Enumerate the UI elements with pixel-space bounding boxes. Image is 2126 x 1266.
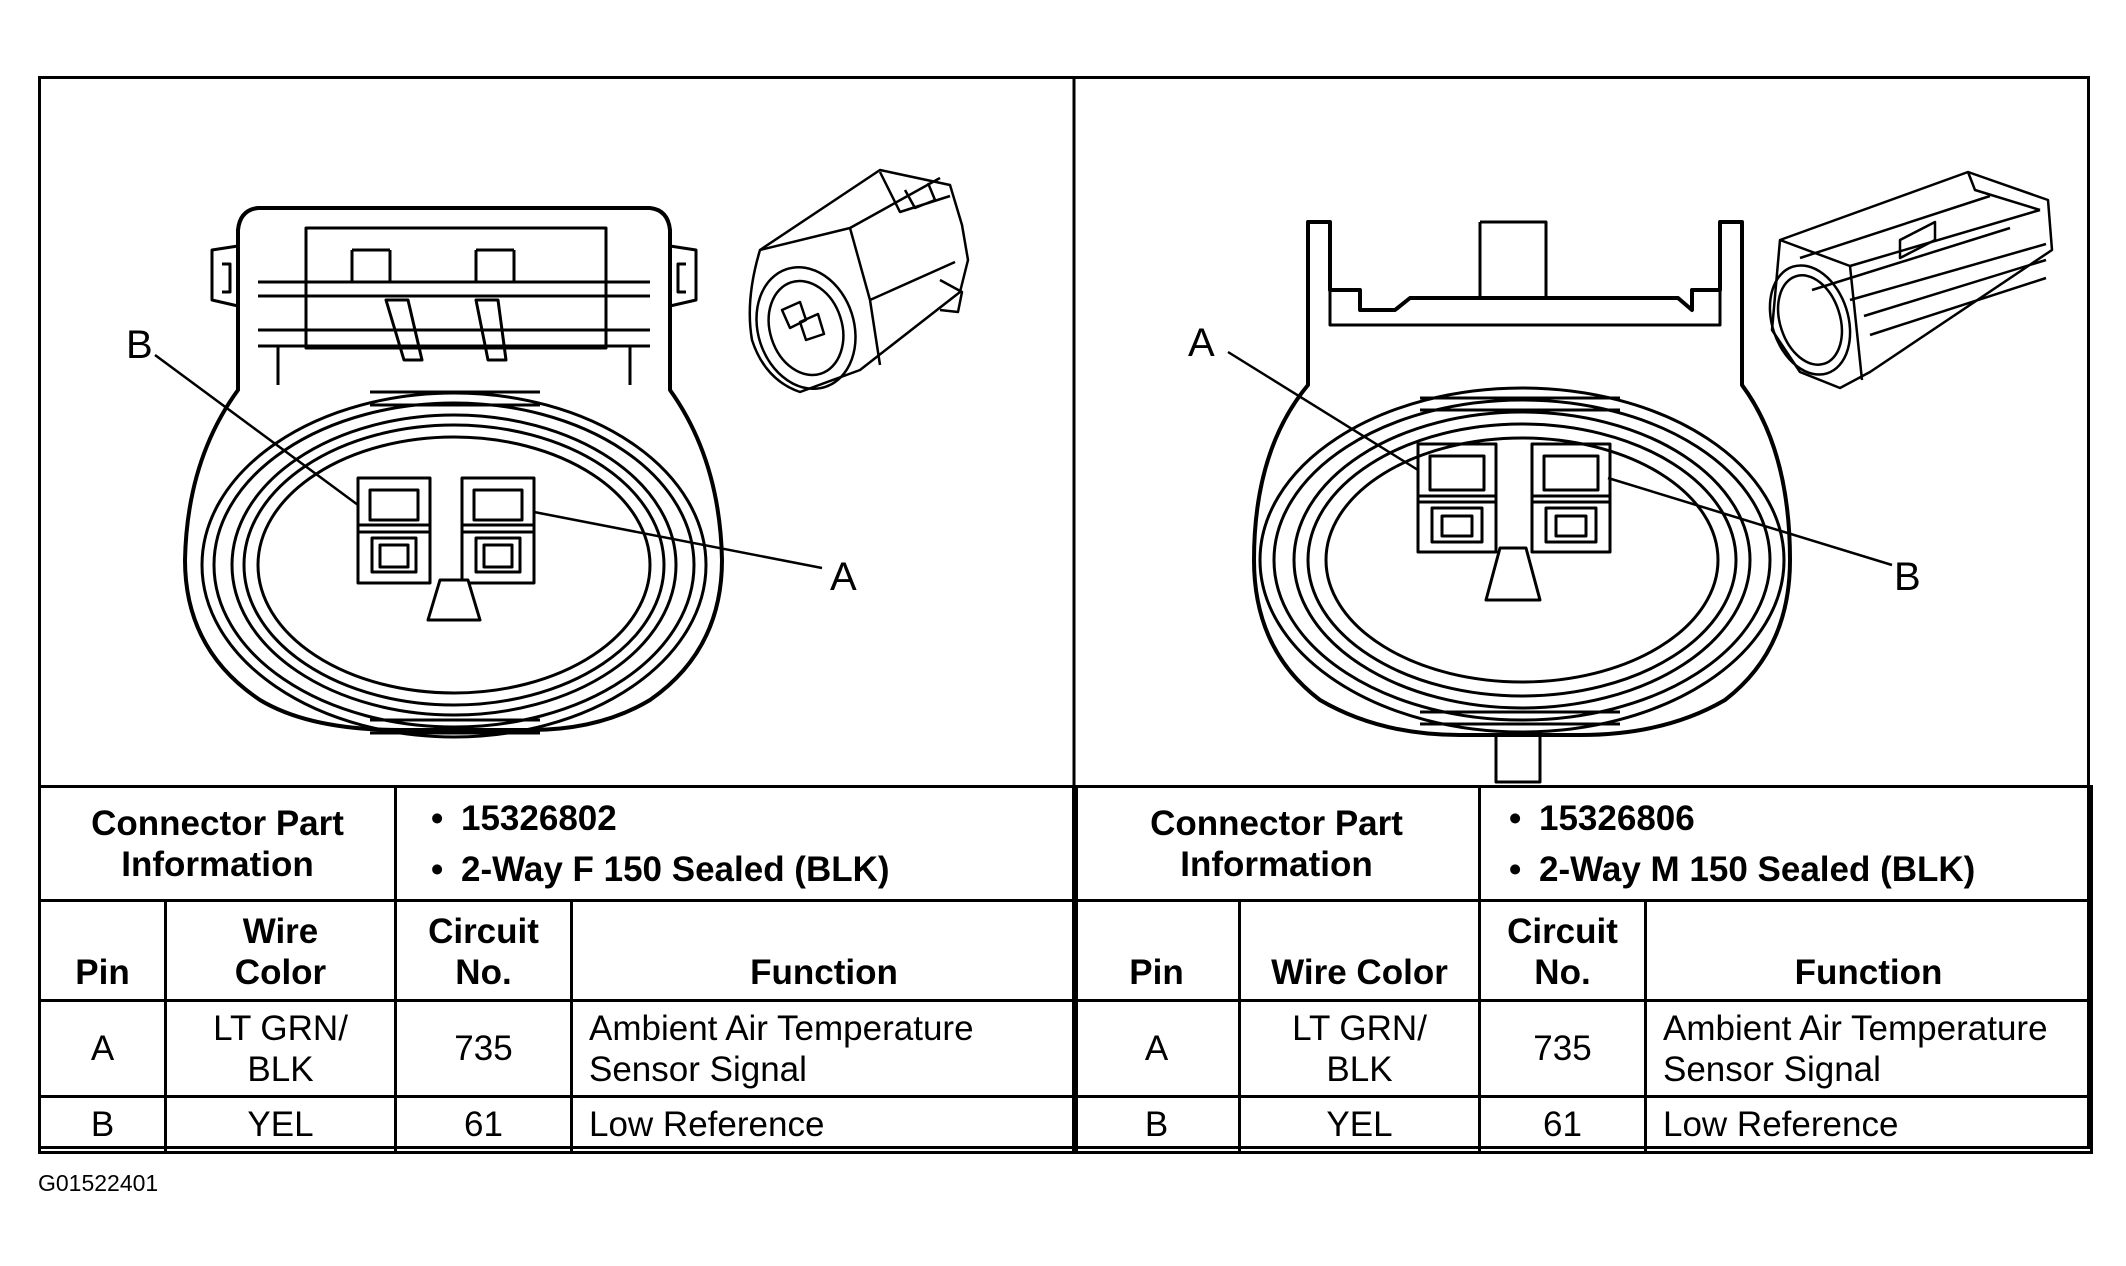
col-header-pin: Pin xyxy=(38,899,167,1002)
circuit-cell: 735 xyxy=(394,999,573,1098)
circuit-cell: 735 xyxy=(1478,999,1647,1098)
figure-id: G01522401 xyxy=(38,1170,159,1196)
col-header-function: Function xyxy=(569,899,1079,1002)
table-row: B YEL 61 Low Reference xyxy=(38,1095,1079,1154)
pin-cell: A xyxy=(1072,999,1241,1098)
wire-color-cell: YEL xyxy=(164,1095,397,1154)
col-header-function: Function xyxy=(1643,899,2094,1002)
wire-color-cell: YEL xyxy=(1238,1095,1481,1154)
col-header-wire-color: Wire Color xyxy=(1238,899,1481,1002)
table-row: A LT GRN/BLK 735 Ambient Air Temperature… xyxy=(38,999,1079,1098)
circuit-cell: 61 xyxy=(1478,1095,1647,1154)
female-connector-face xyxy=(154,206,823,739)
connector-part-info-value: 15326802 2-Way F 150 Sealed (BLK) xyxy=(393,785,1079,902)
wire-color-cell: LT GRN/BLK xyxy=(1238,999,1481,1098)
callout-b-left: B xyxy=(126,323,153,367)
table-row: A LT GRN/BLK 735 Ambient Air Temperature… xyxy=(1072,999,2094,1098)
pin-cell: B xyxy=(38,1095,167,1154)
function-cell: Low Reference xyxy=(1643,1095,2094,1154)
wire-color-cell: LT GRN/BLK xyxy=(164,999,397,1098)
connector-part-info-value: 15326806 2-Way M 150 Sealed (BLK) xyxy=(1477,785,2094,902)
pin-cell: A xyxy=(38,999,167,1098)
function-cell: Low Reference xyxy=(569,1095,1079,1154)
male-connector-isometric-view xyxy=(1768,170,2054,390)
circuit-cell: 61 xyxy=(394,1095,573,1154)
female-connector-isometric-view xyxy=(748,168,970,394)
table-row: B YEL 61 Low Reference xyxy=(1072,1095,2094,1154)
pin-cell: B xyxy=(1072,1095,1241,1154)
col-header-pin: Pin xyxy=(1072,899,1241,1002)
callout-b-right: B xyxy=(1894,555,1921,599)
male-connector-face xyxy=(1227,220,1893,784)
callout-a-left: A xyxy=(830,555,857,599)
callout-a-right: A xyxy=(1188,321,1215,365)
